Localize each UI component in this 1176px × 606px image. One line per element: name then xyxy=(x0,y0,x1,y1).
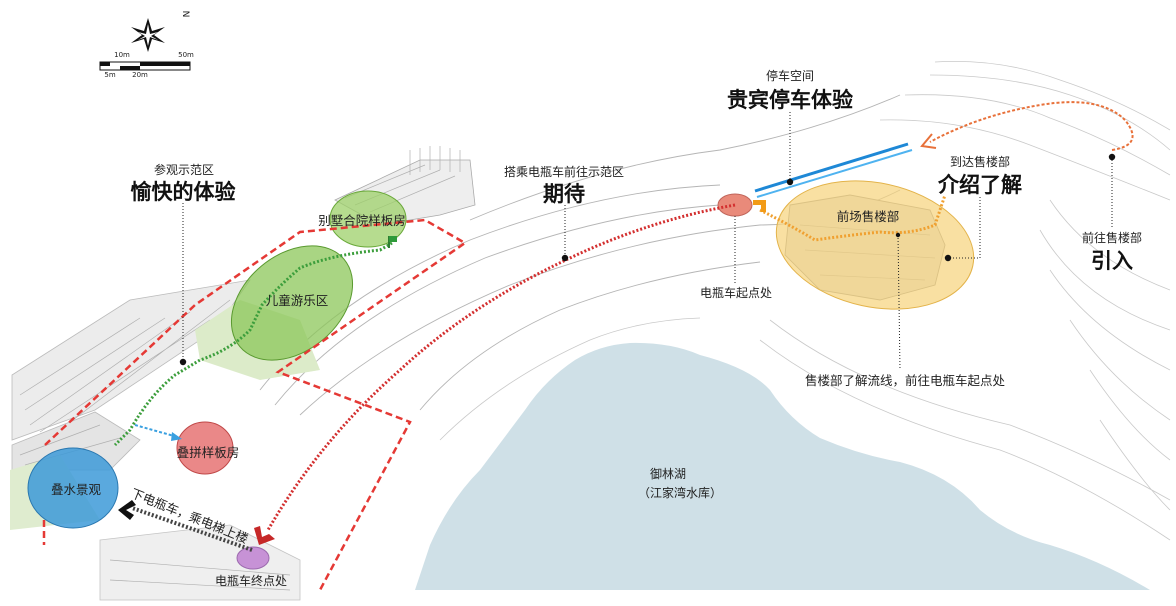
approach-route xyxy=(929,101,1134,151)
ride-dot xyxy=(561,254,569,262)
garden-route xyxy=(113,241,393,447)
villa-label: 别墅合院样板房 xyxy=(318,213,406,228)
water-feature-ellipse xyxy=(27,447,119,529)
stacked-house-arrowhead xyxy=(171,432,182,441)
shuttle-route-arrow xyxy=(254,526,275,545)
lake-alt-name: （江家湾水库） xyxy=(638,485,722,500)
villa-zone-ellipse xyxy=(329,190,407,248)
shuttle-end-label: 电瓶车终点处 xyxy=(215,573,287,588)
ride-caption: 搭乘电瓶车前往示范区 xyxy=(504,164,624,179)
approach-route-arrow xyxy=(920,133,937,149)
lake-water xyxy=(415,342,1150,590)
sales-office-label: 前场售楼部 xyxy=(837,209,900,224)
stacked-house-ellipse xyxy=(176,421,234,475)
sales-headline: 介绍了解 xyxy=(937,173,1022,197)
north-arrow-icon xyxy=(131,18,165,52)
sales-flow-dot xyxy=(895,232,901,238)
scale-bar xyxy=(99,61,191,71)
terrain-contours xyxy=(439,60,1171,541)
sales-flow-flag xyxy=(753,200,766,212)
parking-headline: 贵宾停车体验 xyxy=(727,88,853,112)
shuttle-route xyxy=(266,203,736,531)
stacked-house-arrow xyxy=(134,424,175,437)
parking-dot xyxy=(786,178,794,186)
parking-caption: 停车空间 xyxy=(766,68,814,83)
water-feature-label: 叠水景观 xyxy=(51,482,102,497)
sales-caption: 到达售楼部 xyxy=(950,154,1010,169)
visit-area-caption: 参观示范区 xyxy=(154,162,214,177)
approach-caption: 前往售楼部 xyxy=(1082,230,1142,245)
transfer-route-arrow xyxy=(118,500,136,520)
transfer-route xyxy=(131,506,253,552)
shuttle-start-label: 电瓶车起点处 xyxy=(700,285,772,300)
garden-route-flag xyxy=(388,236,397,248)
sales-zone-ellipse xyxy=(775,180,975,310)
scale-label: 20m xyxy=(132,71,148,79)
approach-dot xyxy=(1108,153,1116,161)
scale-label: 5m xyxy=(104,71,115,79)
housing-cluster xyxy=(11,279,301,601)
approach-headline: 引入 xyxy=(1091,249,1133,273)
sales-dot xyxy=(944,254,952,262)
ride-headline: 期待 xyxy=(543,182,585,206)
north-label: N xyxy=(180,11,190,18)
leader-lines xyxy=(182,112,1113,371)
demo-area-boundary xyxy=(44,218,468,591)
lake-name: 御林湖 xyxy=(650,466,686,481)
playground-label: 儿童游乐区 xyxy=(266,293,329,308)
scale-label: 50m xyxy=(178,51,194,59)
scale-label: 10m xyxy=(114,51,130,59)
parking-line-inner xyxy=(756,149,913,198)
sales-flow-note: 售楼部了解流线，前往电瓶车起点处 xyxy=(805,373,1006,388)
sales-flow-route xyxy=(759,194,947,242)
shuttle-end-marker xyxy=(236,546,270,570)
visit-area-dot xyxy=(179,358,187,366)
stacked-house-label: 叠拼样板房 xyxy=(177,445,240,460)
visit-area-headline: 愉快的体验 xyxy=(131,180,236,204)
parking-line xyxy=(754,142,909,193)
